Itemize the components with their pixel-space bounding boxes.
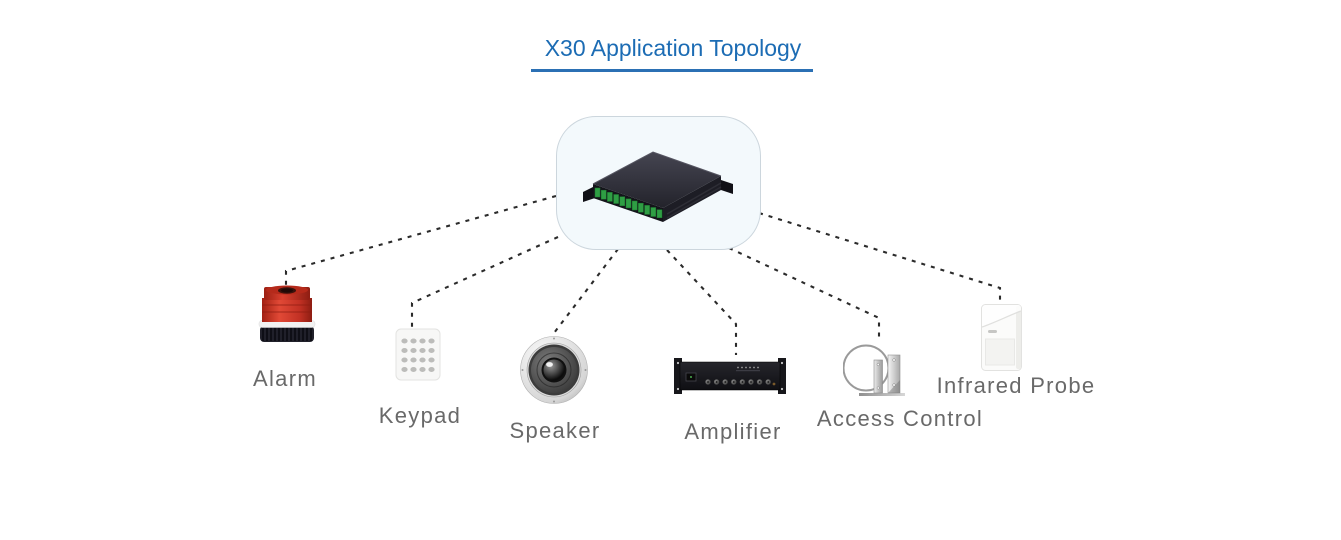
link-hub-to-infrared-probe [758,211,1002,303]
alarm-label: Alarm [253,366,317,391]
keypad-icon [395,328,441,381]
alarm-siren-icon [258,285,316,342]
link-hub-to-alarm [284,194,557,289]
title-underline [531,69,813,72]
controller-device-icon [583,151,733,222]
speaker-icon [520,336,588,404]
link-hub-to-access-control [728,247,881,337]
pir-sensor-icon [981,304,1022,371]
link-hub-to-keypad [410,236,559,327]
amplifier-label: Amplifier [684,419,782,444]
link-hub-to-speaker [553,248,619,334]
link-hub-to-amplifier [666,249,738,355]
amplifier-icon [674,358,786,394]
keypad-label: Keypad [378,403,462,428]
door-contact-icon [843,344,905,396]
infrared-probe-label: Infrared Probe [936,373,1096,398]
access-control-label: Access Control [816,406,984,431]
speaker-label: Speaker [509,418,601,443]
page-title: X30 Application Topology [544,35,802,61]
